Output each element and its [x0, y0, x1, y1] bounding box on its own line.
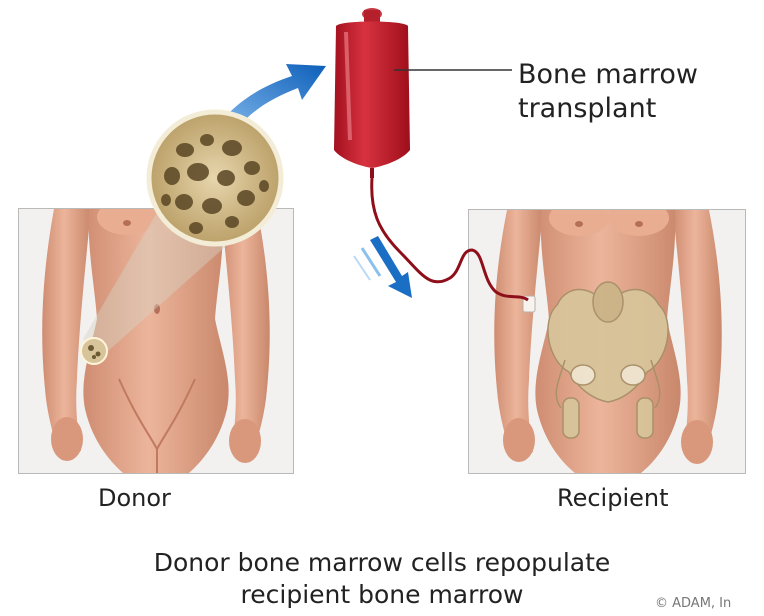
bag-label-line1: Bone marrow [518, 58, 698, 92]
copyright-text: © ADAM, In [655, 596, 731, 611]
bag-label: Bone marrow transplant [518, 58, 698, 126]
blood-bag-icon [334, 8, 410, 178]
caption-line1: Donor bone marrow cells repopulate [70, 547, 694, 579]
bag-label-line2: transplant [518, 92, 698, 126]
small-arrow-icon [354, 236, 412, 298]
donor-label: Donor [98, 484, 171, 512]
magnified-bone-icon [149, 112, 281, 244]
recipient-label: Recipient [557, 484, 669, 512]
iv-tube [372, 178, 528, 300]
caption: Donor bone marrow cells repopulate recip… [70, 547, 694, 611]
caption-line2: recipient bone marrow [70, 579, 694, 611]
